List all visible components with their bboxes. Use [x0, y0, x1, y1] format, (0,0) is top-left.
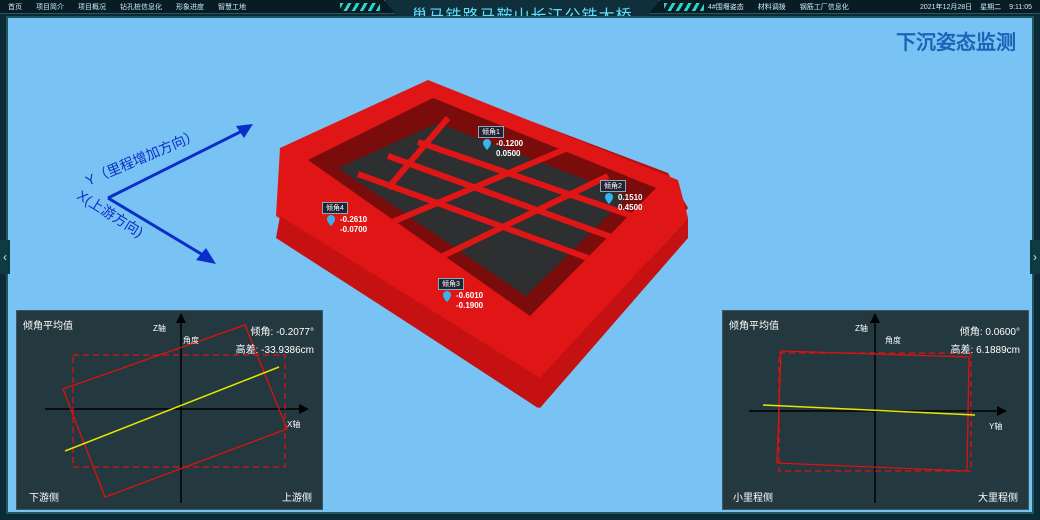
z-axis-arrowhead — [870, 313, 880, 323]
nav-right: 4#围堰姿态 材料调拨 钢筋工厂信息化 — [708, 0, 863, 14]
sensor-4-value-1: -0.2610 — [340, 215, 368, 224]
location-pin-icon — [605, 193, 613, 204]
location-pin-icon — [443, 291, 451, 302]
location-pin-icon — [483, 139, 491, 150]
y-axis-arrowhead — [997, 406, 1007, 416]
left-tilt-panel: 倾角平均值 Z轴 角度 X轴 倾角: -0.2077° 高差: -33.9386… — [16, 310, 323, 510]
left-bottom-left-label: 下游侧 — [29, 493, 59, 504]
left-tilt-diagram — [45, 313, 309, 503]
time-text: 9:11:05 — [1009, 3, 1032, 11]
main-stage: 下沉姿态监测 Y（里程增加方向） X(上游方向) — [6, 16, 1034, 514]
tilt-line — [762, 404, 976, 416]
nav-home[interactable]: 首页 — [8, 4, 22, 11]
sensor-1-value-2: 0.0500 — [496, 149, 521, 158]
nav-pile[interactable]: 钻孔桩信息化 — [120, 4, 162, 11]
x-axis-arrow — [107, 196, 209, 260]
nav-intro[interactable]: 项目简介 — [36, 4, 64, 11]
sensor-3-value-1: -0.6010 — [456, 291, 484, 300]
reference-frame — [72, 354, 286, 468]
sensor-3-value-2: -0.1900 — [456, 301, 484, 310]
right-tilt-diagram — [749, 313, 1007, 503]
nav-cofferdam[interactable]: 4#围堰姿态 — [708, 4, 744, 11]
banner-stripes-right — [664, 3, 704, 11]
chevron-left-icon[interactable]: ‹ — [0, 240, 10, 274]
nav-smart-site[interactable]: 智慧工地 — [218, 4, 246, 11]
nav-progress[interactable]: 形象进度 — [176, 4, 204, 11]
model-braces — [356, 116, 639, 271]
left-z-label: Z轴 — [153, 324, 166, 333]
right-tilt-panel: 倾角平均值 Z轴 角度 Y轴 倾角: 0.0600° 高差: 6.1889cm … — [722, 310, 1029, 510]
sensor-4-value-2: -0.0700 — [340, 225, 368, 234]
sensor-3-label: 倾角3 — [438, 278, 464, 290]
tilt-line — [64, 366, 280, 452]
right-angle-label: 角度 — [885, 336, 901, 345]
left-x-label: X轴 — [287, 420, 301, 429]
nav-rebar[interactable]: 钢筋工厂信息化 — [799, 4, 849, 11]
sensor-1-label: 倾角1 — [478, 126, 504, 138]
nav-left: 首页 项目简介 项目概况 钻孔桩信息化 形象进度 智慧工地 — [8, 0, 260, 14]
sensor-2-value-2: 0.4500 — [618, 203, 643, 212]
right-bottom-right-label: 大里程侧 — [978, 493, 1018, 504]
model-base-band — [276, 216, 688, 408]
sensor-4-label: 倾角4 — [322, 202, 348, 214]
caisson-model[interactable] — [268, 78, 708, 438]
right-tilt-value: 倾角: 0.0600° — [959, 327, 1020, 338]
banner-stripes-left — [340, 3, 380, 11]
sensor-1-value-1: -0.1200 — [496, 139, 524, 148]
right-panel-title: 倾角平均值 — [729, 321, 779, 332]
left-tilt-value: 倾角: -0.2077° — [250, 327, 314, 338]
orientation-axes: Y（里程增加方向） X(上游方向) — [74, 124, 253, 264]
left-panel-title: 倾角平均值 — [23, 321, 73, 332]
right-bottom-left-label: 小里程侧 — [733, 493, 773, 504]
x-axis-arrowhead — [299, 404, 309, 414]
sensor-2-label: 倾角2 — [600, 180, 626, 192]
left-diff-value: 高差: -33.9386cm — [235, 345, 314, 356]
location-pin-icon — [327, 215, 335, 226]
left-bottom-right-label: 上游侧 — [282, 493, 312, 504]
tilted-frame — [62, 324, 288, 498]
chevron-right-icon[interactable]: › — [1030, 240, 1040, 274]
nav-overview[interactable]: 项目概况 — [78, 4, 106, 11]
z-axis-arrowhead — [176, 313, 186, 323]
x-axis-arrowhead — [196, 248, 216, 264]
y-axis-arrow — [107, 126, 249, 200]
nav-materials[interactable]: 材料调拨 — [757, 4, 786, 11]
page-title: 下沉姿态监测 — [896, 32, 1016, 54]
date-text: 2021年12月28日 — [920, 4, 973, 11]
sensor-3[interactable]: 倾角3 -0.6010-0.1900 — [438, 278, 483, 310]
datetime: 2021年12月28日 星期二 9:11:05 — [912, 0, 1032, 14]
left-angle-label: 角度 — [183, 336, 199, 345]
tilted-frame — [776, 350, 970, 472]
weekday-text: 星期二 — [980, 4, 1002, 11]
right-z-label: Z轴 — [855, 324, 868, 333]
sensor-4[interactable]: 倾角4 -0.2610-0.0700 — [322, 202, 367, 234]
right-y-label: Y轴 — [989, 422, 1003, 431]
sensor-2-value-1: 0.1510 — [618, 193, 643, 202]
right-diff-value: 高差: 6.1889cm — [950, 345, 1020, 356]
y-axis-arrowhead — [236, 124, 253, 138]
